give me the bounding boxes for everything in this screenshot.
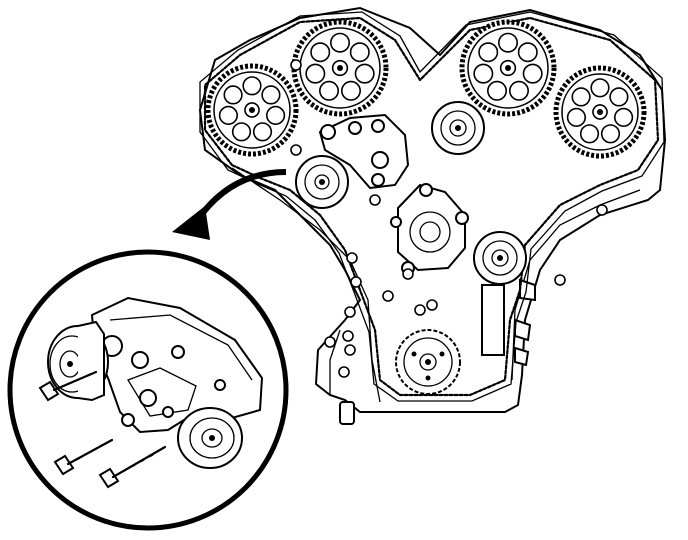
cover-bolt (554, 274, 566, 286)
idler-pulley-upper (431, 101, 485, 155)
bolt-middle (53, 438, 114, 476)
cover-bolts (290, 59, 608, 378)
tensioner-bracket-on-engine (318, 113, 410, 190)
cover-bolt (350, 276, 362, 288)
camshaft-sprocket-4 (553, 65, 647, 159)
cover-bolt (338, 366, 350, 378)
bolt-lower (98, 445, 167, 489)
camshaft-sprocket-2 (291, 19, 389, 117)
crankshaft-sprocket (395, 329, 461, 395)
camshaft-sprockets (205, 19, 647, 159)
detail-pulley-upper (47, 320, 109, 402)
cover-bolt (382, 290, 394, 302)
cover-bolt (346, 252, 358, 264)
detail-view (7, 249, 289, 531)
cover-bolt (402, 268, 414, 280)
cover-bolt (344, 344, 356, 356)
cover-bolt (290, 144, 302, 156)
curved-arrow-icon (172, 169, 287, 240)
camshaft-sprocket-3 (459, 19, 557, 117)
detail-pulley-lower (177, 407, 243, 469)
tensioner-pulley (295, 155, 349, 209)
cover-bolt (324, 336, 336, 348)
water-pump (390, 183, 469, 275)
bolt-upper (38, 370, 98, 402)
cover-bolt (290, 59, 302, 71)
cover-bolt (426, 299, 438, 311)
cover-bolt (596, 204, 608, 216)
cover-bolt (344, 306, 356, 318)
idler-bracket (481, 284, 505, 356)
cover-bolt (369, 194, 381, 206)
cover-bolt (414, 304, 426, 316)
cover-bolt (342, 330, 354, 342)
cover-stud (339, 401, 355, 425)
camshaft-sprocket-1 (205, 63, 299, 157)
idler-pulley-lower (473, 231, 527, 356)
